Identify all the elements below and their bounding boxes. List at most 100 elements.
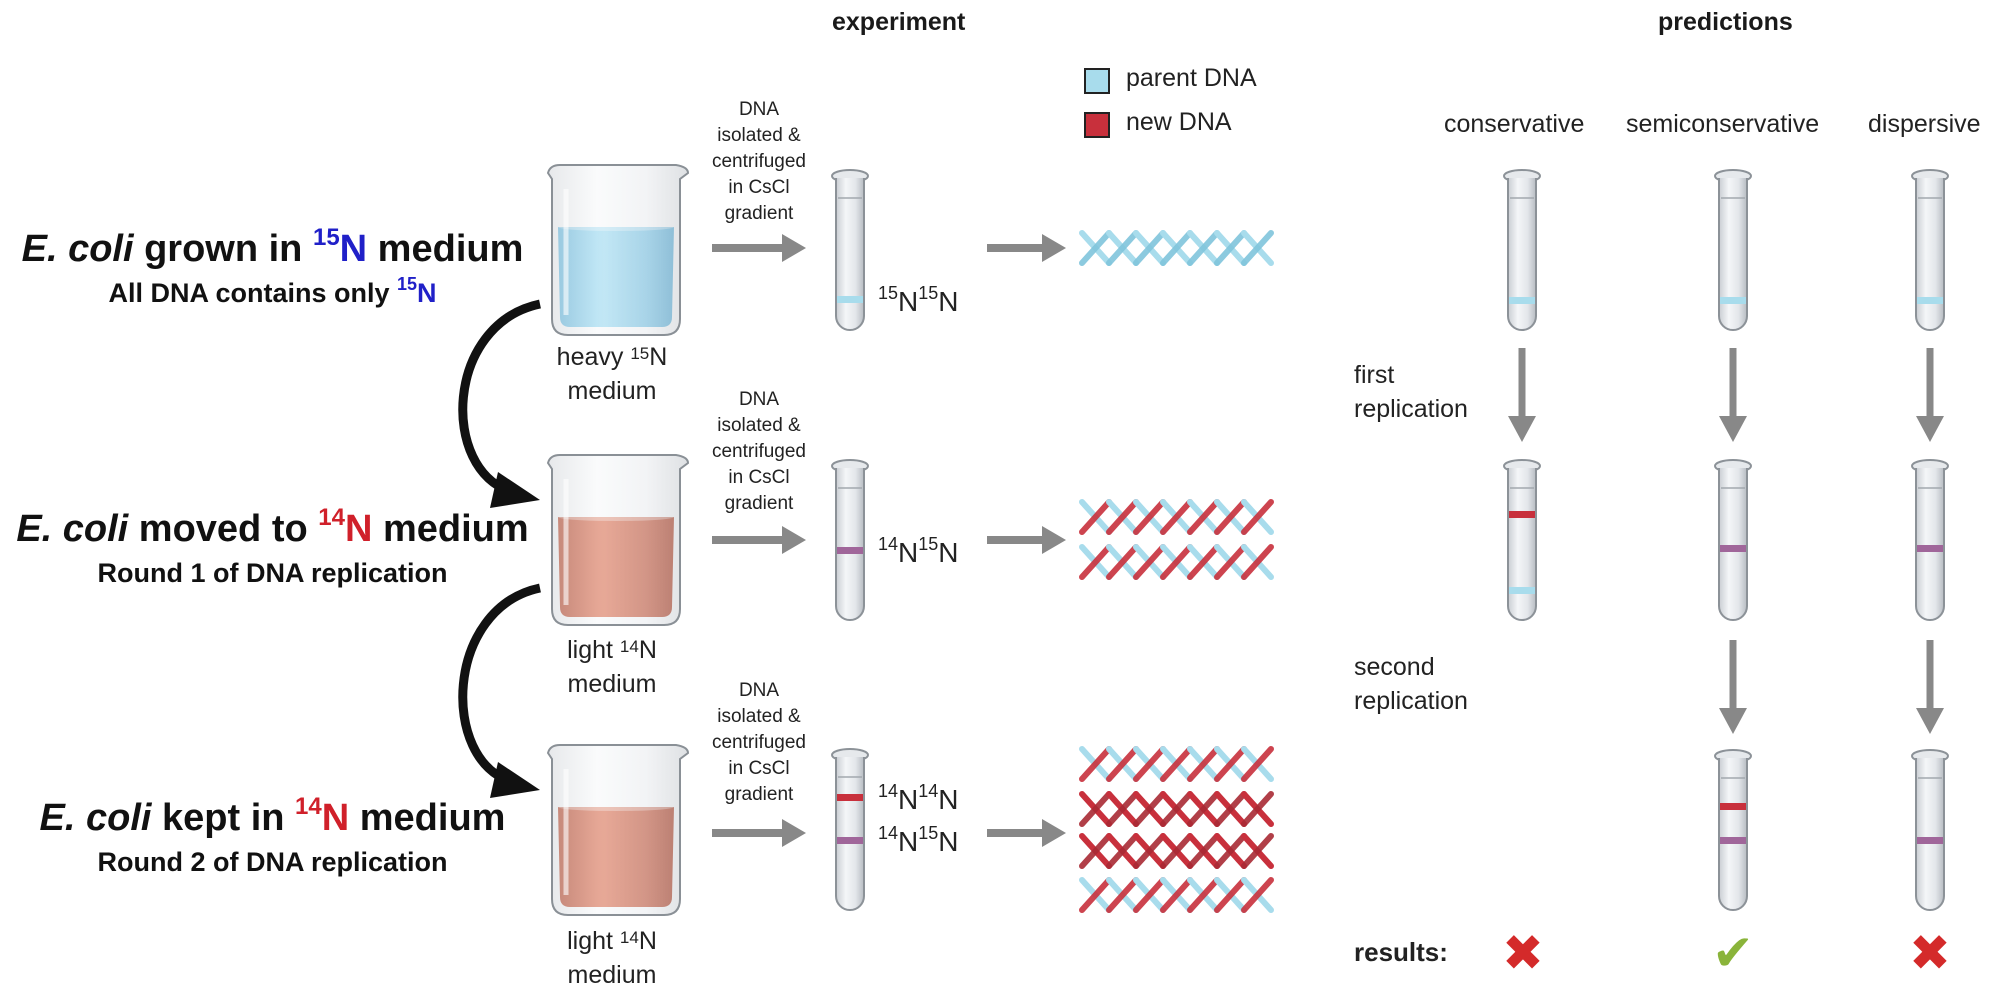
prediction-dispersive-r1-tube-band	[1917, 545, 1943, 552]
row3-dna-helix	[1079, 833, 1274, 869]
first-replication-arrow-head	[1916, 416, 1944, 442]
row3-dna-helix-strand-b	[1160, 746, 1193, 782]
row1-procedure-label: DNA isolated & centrifuged in CsCl gradi…	[694, 97, 824, 227]
row2-dna-helix-strand-b	[1187, 544, 1220, 580]
prediction-semiconservative-r2-tube-band	[1720, 837, 1746, 844]
row3-band-mass-2: 14	[918, 781, 939, 801]
row2-procedure-line: in CsCl	[728, 467, 790, 488]
first-replication-line: first	[1354, 361, 1395, 389]
row3-title: E. coli kept in 14N medium	[0, 793, 545, 840]
prediction-semiconservative-r1-tube	[1714, 459, 1752, 621]
first-replication-arrow-head	[1508, 416, 1536, 442]
model-dispersive-label: dispersive	[1868, 110, 1981, 138]
row3-dna-helix-strand-b	[1214, 833, 1247, 869]
row3-dna-helix-strand-b	[1160, 877, 1193, 913]
row3-band-label-top: 14N14N	[878, 781, 959, 816]
row3-procedure-line: in CsCl	[728, 758, 790, 779]
curved-arrow-row1-to-row2-head	[490, 472, 540, 508]
row1-subtitle-isotope-symbol: N	[417, 278, 437, 308]
row1-band-symbol-2: N	[938, 286, 959, 317]
row2-species: E. coli	[16, 508, 129, 550]
row1-procedure-line: gradient	[724, 203, 794, 224]
row1-dna-helix-strand-b	[1160, 230, 1193, 266]
row3-dna-helix	[1079, 791, 1274, 827]
prediction-initial-tube-body	[1718, 178, 1748, 331]
row1-dna-helix-strand-b	[1133, 230, 1166, 266]
second-replication-arrow-head	[1916, 708, 1944, 734]
row3-tube-body	[835, 757, 865, 911]
second-replication-label: second replication	[1354, 650, 1468, 718]
row3-procedure-line: DNA	[738, 680, 780, 701]
second-replication-line: second	[1354, 653, 1435, 681]
row2-beaker	[546, 454, 690, 626]
row3-dna-helix-strand-b	[1079, 746, 1112, 782]
first-replication-arrow	[1508, 348, 1536, 442]
prediction-initial-tube-band	[1917, 297, 1943, 304]
row3-procedure-label: DNA isolated & centrifuged in CsCl gradi…	[694, 678, 824, 808]
curved-arrow-row1-to-row2	[458, 299, 542, 508]
row2-title-mid: moved to	[128, 508, 319, 550]
prediction-initial-tube-body	[1915, 178, 1945, 331]
curved-arrow-row2-to-row3	[458, 583, 541, 798]
row2-procedure-label: DNA isolated & centrifuged in CsCl gradi…	[694, 387, 824, 517]
row1-dna-helix-strand-b	[1241, 230, 1274, 266]
row1-medium-line2: medium	[567, 377, 657, 405]
row3-dna-helix-strand-b	[1133, 791, 1166, 827]
row3-dna-helix-strand-b	[1187, 833, 1220, 869]
prediction-initial-tube	[1503, 169, 1541, 331]
prediction-initial-tube	[1911, 169, 1949, 331]
row2-band-label: 14N15N	[878, 534, 959, 569]
second-replication-line: replication	[1354, 687, 1468, 715]
prediction-semiconservative-r1-tube-body	[1718, 468, 1748, 621]
prediction-dispersive-r1-tube-body	[1915, 468, 1945, 621]
row3-arrow-to-dna-head	[1042, 819, 1066, 847]
row3-dna-helix-strand-b	[1106, 791, 1139, 827]
row3-dna-helix-strand-b	[1214, 791, 1247, 827]
row2-arrow-to-dna	[987, 526, 1066, 554]
row3-dna-helix-strand-b	[1133, 877, 1166, 913]
row2-procedure-line: gradient	[724, 493, 794, 514]
row3-medium-word: light	[567, 927, 620, 955]
row2-medium-word: light	[567, 636, 620, 664]
row3-arrow-to-tube	[712, 819, 806, 847]
row3-band-mass-3: 14	[878, 823, 899, 843]
row1-band-symbol-1: N	[898, 286, 919, 317]
row2-dna-helix-strand-b	[1214, 499, 1247, 535]
row2-medium-line2: medium	[567, 670, 657, 698]
legend-swatch-new-dna	[1084, 112, 1110, 138]
row1-arrow-to-tube	[712, 234, 806, 262]
curved-arrow-row2-to-row3-shaft	[458, 583, 541, 787]
row1-subtitle: All DNA contains only 15N	[0, 274, 545, 309]
model-semiconservative-label: semiconservative	[1626, 110, 1820, 138]
row2-title-end: medium	[372, 508, 529, 550]
legend-label-new-dna: new DNA	[1126, 108, 1232, 136]
row1-medium-isotope-mass: 15	[630, 344, 650, 363]
prediction-conservative-r1-tube-body	[1507, 468, 1537, 621]
row3-dna-helix-strand-b	[1160, 791, 1193, 827]
row1-procedure-line: centrifuged	[711, 151, 806, 172]
prediction-dispersive-r2-tube	[1911, 749, 1949, 911]
row1-band-mass-1: 15	[878, 283, 899, 303]
row3-dna-helix-strand-b	[1241, 791, 1274, 827]
row3-tube	[831, 748, 869, 911]
row3-arrow-to-dna	[987, 819, 1066, 847]
prediction-dispersive-r2-tube-body	[1915, 758, 1945, 911]
prediction-semiconservative-r2-tube	[1714, 749, 1752, 911]
row2-medium-label: light 14N medium	[532, 633, 692, 701]
row1-title: E. coli grown in 15N medium	[0, 224, 545, 271]
prediction-conservative-r1-tube	[1503, 459, 1541, 621]
row3-dna-helix-strand-b	[1214, 746, 1247, 782]
cross-icon: ✖	[1502, 925, 1544, 981]
row1-dna-helix-strand-b	[1106, 230, 1139, 266]
check-icon: ✔	[1712, 925, 1754, 981]
curved-arrow-row2-to-row3-head	[490, 762, 540, 798]
row3-subtitle: Round 2 of DNA replication	[97, 847, 448, 877]
row2-band-mass-1: 14	[878, 534, 899, 554]
row2-arrow-to-tube-head	[782, 526, 806, 554]
row1-dna-helix-strand-b	[1214, 230, 1247, 266]
row3-title-mid: kept in	[151, 797, 296, 839]
row3-dna-helix-strand-b	[1241, 833, 1274, 869]
row2-medium-isotope-mass: 14	[619, 637, 639, 656]
